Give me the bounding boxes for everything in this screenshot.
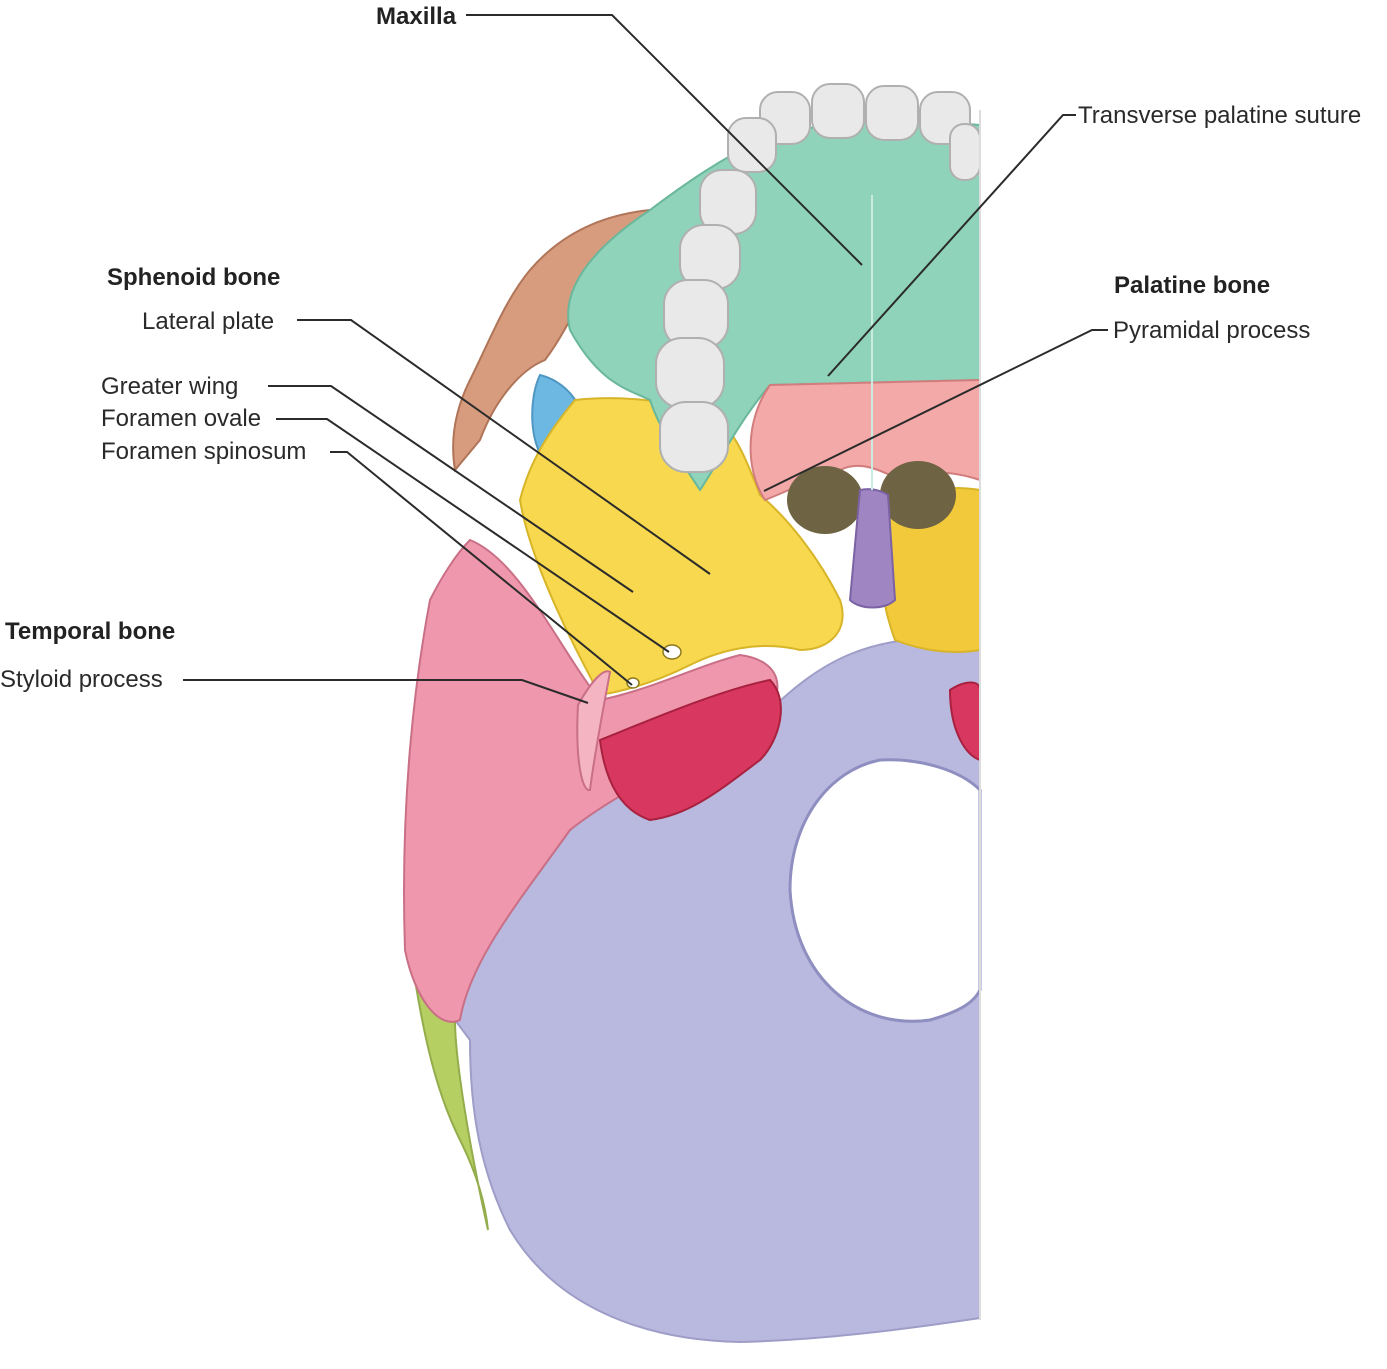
teeth-row (655, 83, 981, 473)
label-maxilla: Maxilla (376, 3, 457, 30)
label-styloid-process: Styloid process (0, 666, 163, 693)
leader-lateral-plate (297, 319, 711, 575)
leader-foramen-spinosum (330, 451, 633, 686)
leader-lines (183, 14, 1108, 704)
left-choana (787, 466, 863, 534)
foramen-ovale-hole (662, 644, 682, 660)
leader-pyramidal-process (763, 329, 1108, 492)
leader-styloid-process (183, 679, 589, 704)
label-temporal-bone: Temporal bone (5, 618, 176, 645)
foramen-magnum (788, 758, 982, 1023)
label-foramen-ovale: Foramen ovale (101, 405, 262, 432)
right-choana (880, 461, 956, 529)
label-greater-wing: Greater wing (101, 373, 239, 400)
leader-greater-wing (268, 385, 634, 593)
petrous-part (598, 678, 782, 822)
label-pyramidal-process: Pyramidal process (1113, 317, 1311, 344)
leader-maxilla (466, 14, 863, 266)
label-sphenoid-bone: Sphenoid bone (107, 264, 281, 291)
label-foramen-spinosum: Foramen spinosum (101, 438, 307, 465)
label-palatine-bone: Palatine bone (1114, 272, 1271, 299)
leader-foramen-ovale (276, 418, 670, 653)
label-lateral-plate: Lateral plate (142, 308, 275, 335)
parietal-bone (409, 949, 489, 1231)
foramen-spinosum-hole (626, 677, 640, 689)
styloid-process-shape (576, 670, 612, 791)
leader-transverse-palatine-suture (827, 114, 1076, 377)
label-transverse-palatine-suture: Transverse palatine suture (1078, 102, 1362, 129)
vomer-bone (848, 488, 897, 609)
